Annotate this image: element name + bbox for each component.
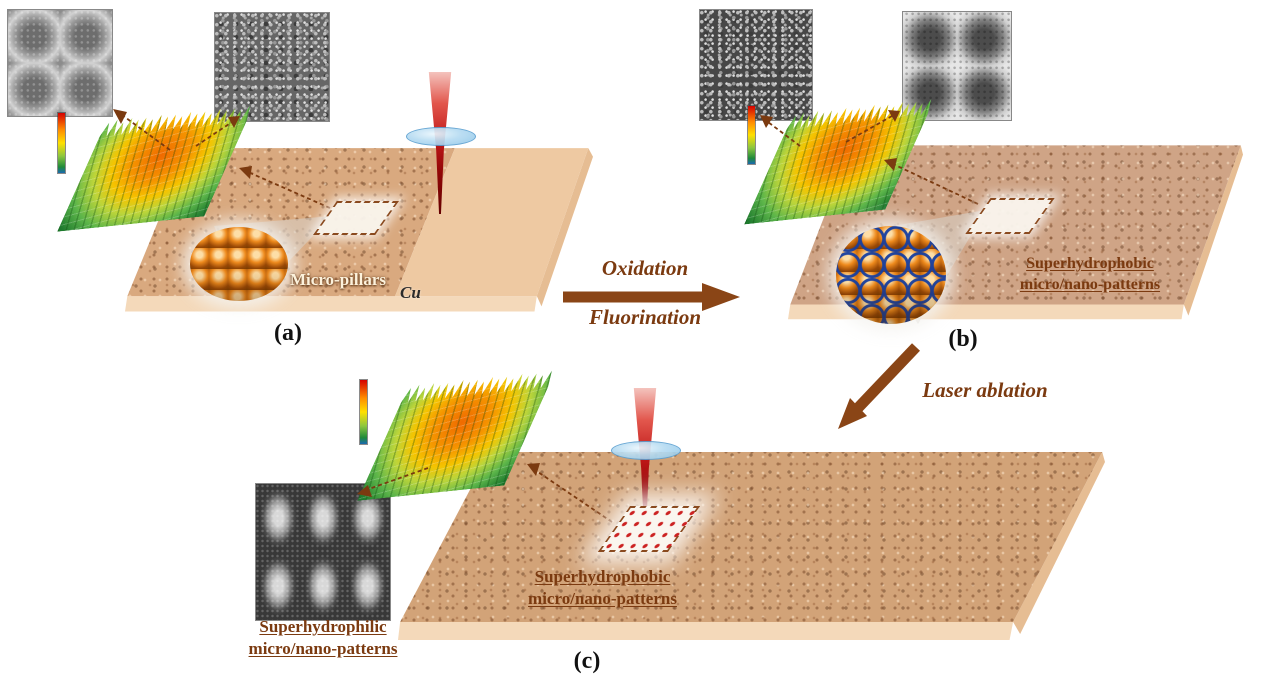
oxidation-step-label: Oxidation bbox=[601, 256, 689, 280]
superhydrophobic-annotation-c: Superhydrophobic micro/nano-patterns bbox=[505, 566, 700, 610]
substrate-textured-area bbox=[400, 452, 1103, 622]
micro-nano-magnified-view bbox=[836, 226, 946, 324]
laser-ablation-step-label: Laser ablation bbox=[922, 378, 1048, 402]
annotation-line: micro/nano-patterns bbox=[1019, 275, 1161, 293]
height-colorbar bbox=[360, 380, 367, 444]
fluorination-step-label: Fluorination bbox=[588, 305, 702, 329]
focusing-lens bbox=[611, 441, 681, 460]
substrate-front-face bbox=[398, 622, 1014, 640]
surface-profile-plot-b bbox=[748, 100, 918, 228]
panel-c-label: (c) bbox=[573, 648, 601, 674]
annotation-line: Superhydrophobic bbox=[1026, 255, 1154, 272]
sem-image-micropillar-array bbox=[8, 10, 112, 116]
substrate-slab-a bbox=[125, 143, 593, 315]
annotation-line: micro/nano-patterns bbox=[528, 589, 677, 609]
surface-height-map bbox=[57, 98, 257, 232]
annotation-line: Superhydrophobic bbox=[534, 567, 671, 586]
annotation-line: micro/nano-patterns bbox=[248, 639, 398, 659]
panel-b-label: (b) bbox=[948, 326, 978, 352]
sem-image-nano-texture bbox=[700, 10, 812, 120]
focusing-lens bbox=[406, 127, 476, 146]
height-colorbar bbox=[58, 113, 65, 173]
panel-a-label: (a) bbox=[274, 320, 302, 346]
superhydrophobic-annotation-b: Superhydrophobic micro/nano-patterns bbox=[995, 254, 1185, 296]
micropillars-annotation: Micro-pillars bbox=[290, 270, 386, 289]
surface-height-map bbox=[744, 92, 938, 225]
cu-material-label: Cu bbox=[400, 283, 421, 302]
surface-height-map bbox=[357, 363, 559, 501]
surface-profile-plot-a bbox=[58, 105, 238, 235]
superhydrophilic-annotation-c: Superhydrophilic micro/nano-patterns bbox=[228, 616, 418, 660]
sem-image-surface-texture bbox=[215, 13, 329, 121]
surface-profile-plot-c bbox=[360, 372, 535, 502]
sem-image-micro-nano-array bbox=[903, 12, 1011, 120]
substrate-slab-c bbox=[398, 448, 1105, 648]
height-colorbar bbox=[748, 106, 755, 164]
annotation-line: Superhydrophilic bbox=[259, 617, 387, 636]
sem-image-superhydrophilic-pattern bbox=[256, 484, 390, 620]
